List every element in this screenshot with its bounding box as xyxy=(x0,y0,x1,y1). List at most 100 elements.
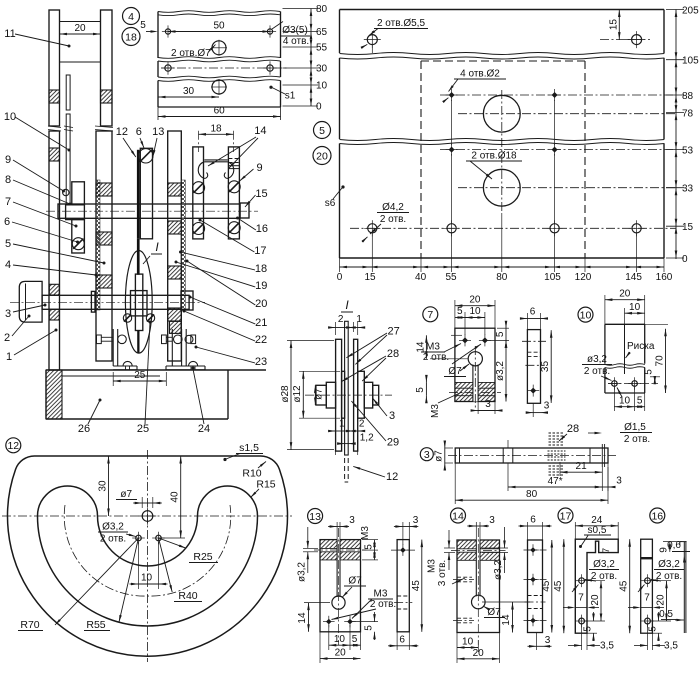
svg-text:5: 5 xyxy=(319,125,325,137)
svg-text:15: 15 xyxy=(255,188,267,200)
svg-text:2: 2 xyxy=(4,332,10,344)
svg-text:16: 16 xyxy=(256,223,268,235)
svg-text:M3: M3 xyxy=(427,559,438,573)
svg-text:5: 5 xyxy=(352,634,358,645)
svg-text:ø12: ø12 xyxy=(292,385,303,403)
svg-text:4: 4 xyxy=(128,11,134,23)
svg-text:30: 30 xyxy=(183,86,195,97)
svg-text:ø28: ø28 xyxy=(280,385,291,403)
svg-text:6: 6 xyxy=(4,216,10,228)
svg-text:15: 15 xyxy=(682,222,694,233)
svg-text:3: 3 xyxy=(489,515,495,526)
svg-text:ø3,2: ø3,2 xyxy=(297,562,308,582)
svg-text:4: 4 xyxy=(5,259,11,271)
svg-text:5: 5 xyxy=(495,331,506,337)
svg-text:M3: M3 xyxy=(374,589,388,600)
svg-text:6: 6 xyxy=(136,126,142,138)
svg-text:3: 3 xyxy=(389,410,395,422)
svg-text:7: 7 xyxy=(427,309,433,321)
svg-text:3 отв.: 3 отв. xyxy=(437,560,448,586)
svg-text:2: 2 xyxy=(338,314,344,325)
svg-text:7: 7 xyxy=(601,548,612,553)
svg-text:Ø4,2: Ø4,2 xyxy=(382,202,404,213)
svg-text:23: 23 xyxy=(255,356,267,368)
svg-text:14: 14 xyxy=(501,614,512,626)
svg-text:7: 7 xyxy=(5,196,11,208)
svg-text:20: 20 xyxy=(473,648,485,659)
svg-text:2: 2 xyxy=(359,419,365,430)
svg-text:20: 20 xyxy=(619,289,631,300)
svg-text:10: 10 xyxy=(462,637,474,648)
svg-text:10: 10 xyxy=(4,111,16,123)
svg-text:6: 6 xyxy=(530,515,536,526)
svg-text:160: 160 xyxy=(656,272,673,283)
svg-text:78: 78 xyxy=(682,108,694,119)
svg-text:5: 5 xyxy=(5,238,11,250)
svg-text:30: 30 xyxy=(316,64,328,75)
svg-text:ø3,2: ø3,2 xyxy=(587,354,607,365)
svg-text:27: 27 xyxy=(387,326,399,338)
svg-text:28: 28 xyxy=(387,348,399,360)
svg-text:2 отв.: 2 отв. xyxy=(100,534,126,545)
svg-text:2 отв.: 2 отв. xyxy=(370,599,396,610)
svg-text:10: 10 xyxy=(580,309,592,321)
svg-text:18: 18 xyxy=(125,31,137,43)
svg-text:9: 9 xyxy=(659,547,670,553)
svg-text:40: 40 xyxy=(415,272,427,283)
svg-text:Ø7: Ø7 xyxy=(348,576,362,587)
svg-text:Ø7: Ø7 xyxy=(487,607,501,618)
svg-text:45: 45 xyxy=(553,580,564,592)
svg-text:24: 24 xyxy=(198,423,210,435)
svg-text:47*: 47* xyxy=(548,476,563,487)
svg-text:3: 3 xyxy=(413,515,419,526)
svg-text:65: 65 xyxy=(316,27,328,38)
svg-text:M3: M3 xyxy=(426,342,440,353)
svg-text:ø3,2: ø3,2 xyxy=(493,560,504,580)
svg-text:9: 9 xyxy=(256,162,262,174)
svg-text:22: 22 xyxy=(255,334,267,346)
svg-text:s6: s6 xyxy=(325,198,336,209)
svg-text:80: 80 xyxy=(496,272,508,283)
svg-text:2 отв.: 2 отв. xyxy=(624,434,650,445)
svg-text:105: 105 xyxy=(682,56,699,67)
svg-text:10: 10 xyxy=(141,573,153,584)
svg-text:3: 3 xyxy=(616,476,622,487)
svg-text:s1: s1 xyxy=(285,91,296,102)
svg-text:R25: R25 xyxy=(193,551,212,563)
svg-text:Риска: Риска xyxy=(627,341,655,352)
svg-text:14: 14 xyxy=(297,612,308,624)
svg-text:21: 21 xyxy=(255,317,267,329)
svg-text:18: 18 xyxy=(255,263,267,275)
svg-text:5: 5 xyxy=(637,396,643,407)
svg-text:13: 13 xyxy=(152,126,164,138)
svg-text:6: 6 xyxy=(530,307,536,318)
svg-text:R55: R55 xyxy=(86,619,105,631)
svg-text:I: I xyxy=(155,240,159,254)
svg-text:15: 15 xyxy=(364,272,376,283)
svg-text:1: 1 xyxy=(356,314,362,325)
svg-text:45: 45 xyxy=(411,580,422,592)
svg-text:2 отв.Ø18: 2 отв.Ø18 xyxy=(471,151,517,162)
svg-text:Ø7: Ø7 xyxy=(448,366,462,377)
svg-text:55: 55 xyxy=(316,43,328,54)
svg-text:14: 14 xyxy=(452,510,464,522)
svg-text:30: 30 xyxy=(98,480,109,492)
svg-text:4 отв.: 4 отв. xyxy=(283,36,309,47)
svg-text:50: 50 xyxy=(213,21,225,32)
svg-text:3: 3 xyxy=(349,515,355,526)
svg-text:3: 3 xyxy=(485,399,491,410)
svg-text:205: 205 xyxy=(682,5,699,16)
svg-text:I: I xyxy=(345,298,349,312)
svg-text:1: 1 xyxy=(6,351,12,363)
svg-text:5: 5 xyxy=(364,625,375,631)
svg-text:R15: R15 xyxy=(256,479,275,491)
svg-text:6: 6 xyxy=(399,635,405,646)
svg-text:53: 53 xyxy=(682,145,694,156)
svg-text:145: 145 xyxy=(625,272,642,283)
svg-text:s1,5: s1,5 xyxy=(239,442,259,454)
svg-text:60: 60 xyxy=(214,106,226,117)
svg-text:ø7: ø7 xyxy=(314,388,325,400)
svg-text:5: 5 xyxy=(457,306,463,317)
svg-text:ø7: ø7 xyxy=(120,489,132,500)
svg-text:Ø3,2: Ø3,2 xyxy=(102,522,124,533)
